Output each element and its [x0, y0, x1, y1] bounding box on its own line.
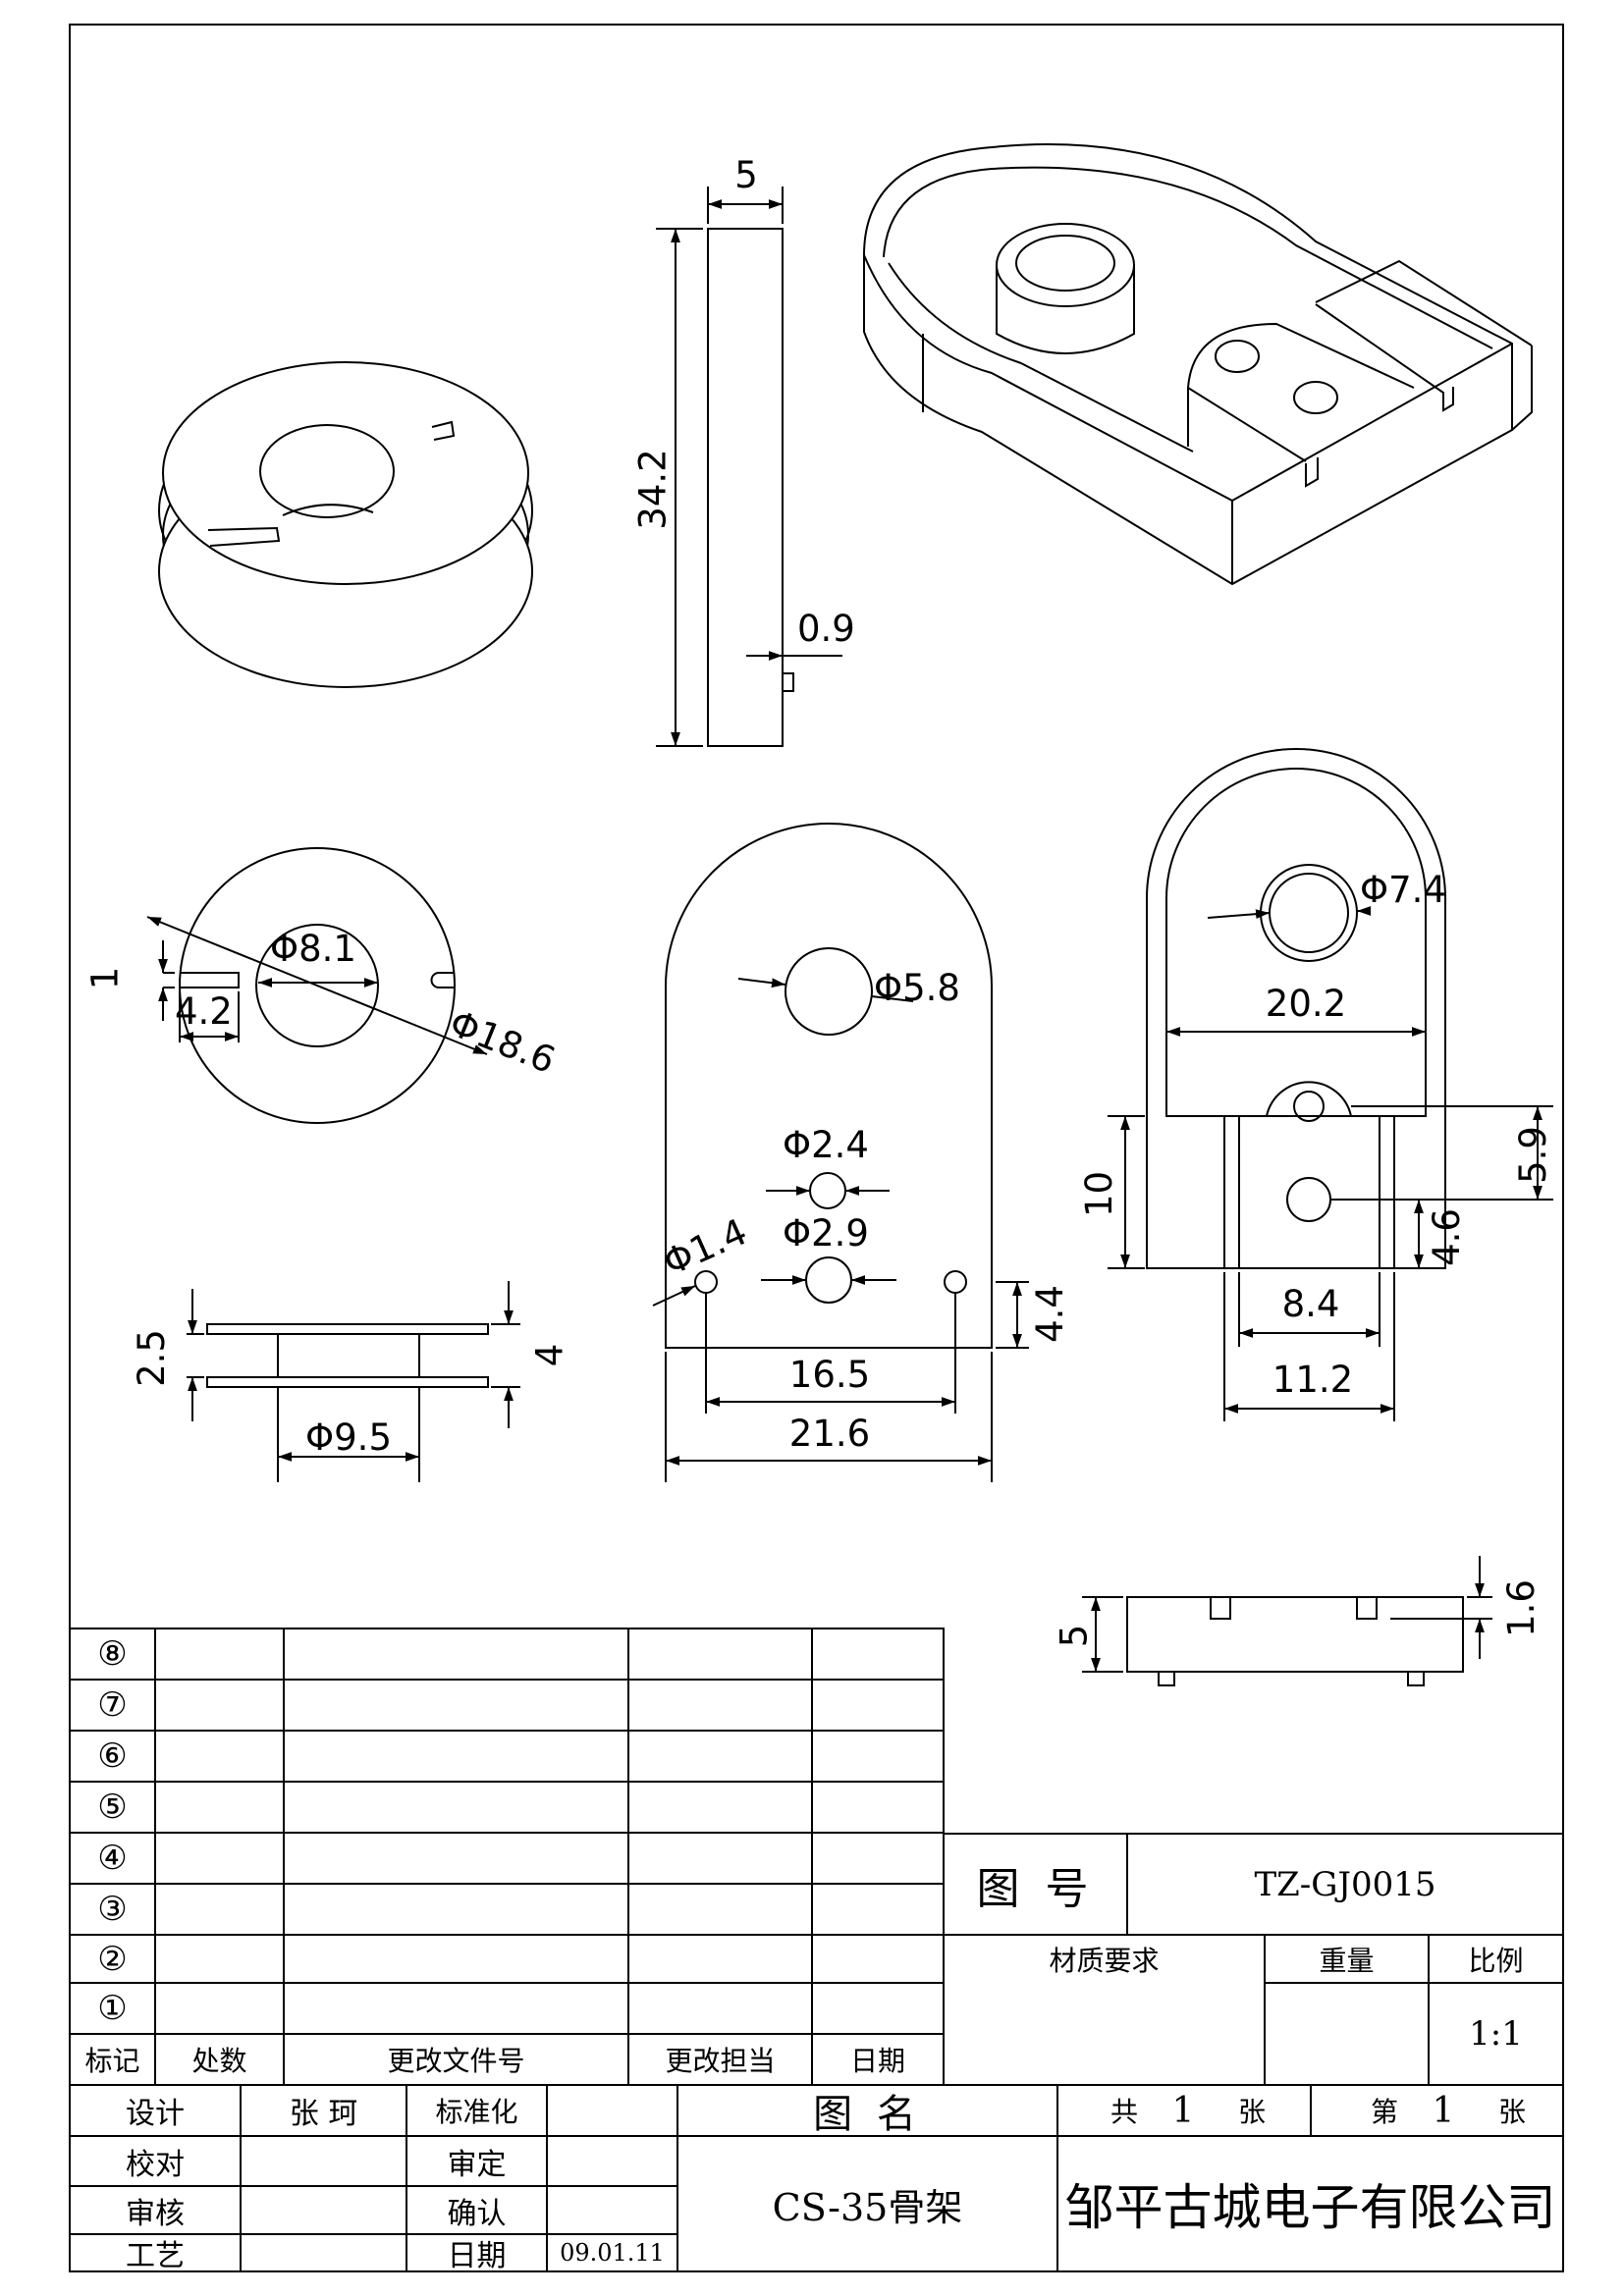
drawing-number: TZ-GJ0015: [1254, 1864, 1436, 1904]
dim-ring-inner-diameter: Φ8.1: [270, 928, 356, 970]
revision-row-8: ⑧: [97, 1634, 128, 1674]
dim-edge-height: 5: [1053, 1624, 1096, 1648]
revision-row-3: ③: [97, 1890, 128, 1929]
bracket-back-view: [1108, 748, 1553, 1421]
dim-hole-2-4: Φ2.4: [783, 1124, 869, 1166]
standard-label: 标准化: [435, 2096, 518, 2128]
scale-value: 1:1: [1469, 2014, 1523, 2054]
dim-slot-depth: 4.2: [175, 990, 233, 1033]
material-label: 材质要求: [1049, 1944, 1160, 1977]
dim-bar-width: 5: [734, 154, 758, 196]
dim-hole-2-9: Φ2.9: [783, 1212, 869, 1255]
dim-bracket-width: 21.6: [788, 1413, 871, 1455]
header-change-person: 更改担当: [665, 2045, 776, 2077]
ring-front-view: [146, 847, 488, 1124]
company-name: 邹平古城电子有限公司: [1064, 2179, 1556, 2236]
revision-row-5: ⑤: [97, 1788, 128, 1827]
bracket-front-view: [652, 823, 1029, 1482]
total-value: 1: [1171, 2090, 1195, 2131]
dim-lower-hole-offset: 4.6: [1425, 1208, 1468, 1266]
revision-row-2: ②: [97, 1939, 128, 1979]
drawing-number-label: 图 号: [976, 1863, 1095, 1914]
header-change-doc: 更改文件号: [387, 2045, 525, 2077]
dim-upper-hole-offset: 5.9: [1511, 1126, 1554, 1184]
dim-back-height: 10: [1078, 1170, 1121, 1218]
design-label: 设计: [126, 2097, 185, 2131]
date-value: 09.01.11: [560, 2239, 665, 2267]
header-location: 处数: [191, 2045, 247, 2077]
review-label: 审定: [447, 2147, 507, 2182]
ring-edge-view: [187, 1281, 520, 1482]
title-block-grid: [70, 1833, 1563, 2271]
dim-pin-height: 4.4: [1028, 1285, 1071, 1343]
dim-boss-diameter: Φ7.4: [1360, 869, 1446, 911]
total-unit: 张: [1237, 2096, 1266, 2128]
scale-label: 比例: [1468, 1944, 1524, 1977]
revision-row-4: ④: [97, 1839, 128, 1878]
side-bar-view: [656, 187, 842, 747]
dim-large-hole: Φ5.8: [874, 967, 960, 1009]
bracket-edge-view: [1082, 1556, 1492, 1686]
page-value: 1: [1432, 2090, 1455, 2131]
header-date: 日期: [849, 2045, 905, 2077]
page-unit: 张: [1497, 2096, 1526, 2128]
dim-pin-spacing: 16.5: [788, 1354, 871, 1396]
process-label: 工艺: [126, 2239, 185, 2273]
part-name: CS-35骨架: [772, 2185, 963, 2229]
confirm-label: 确认: [447, 2196, 507, 2231]
designer-name: 张 珂: [289, 2097, 358, 2131]
revision-row-6: ⑥: [97, 1736, 128, 1776]
revision-row-7: ⑦: [97, 1685, 128, 1725]
ring-isometric-view: [158, 361, 533, 688]
dim-inner-width: 20.2: [1265, 983, 1347, 1025]
dim-edge-pin: 1.6: [1499, 1579, 1543, 1637]
revision-row-1: ①: [97, 1989, 128, 2028]
dim-ring-thickness: 4: [528, 1343, 571, 1367]
audit-label: 审核: [126, 2196, 185, 2231]
sheet-border: [69, 24, 1564, 2272]
dim-slot-inner: 8.4: [1281, 1283, 1340, 1325]
check-label: 校对: [126, 2147, 185, 2182]
dim-ring-gap: 2.5: [130, 1329, 173, 1387]
bracket-isometric-view: [863, 143, 1533, 586]
header-mark: 标记: [84, 2045, 140, 2077]
total-label: 共: [1110, 2096, 1138, 2128]
dim-slot-outer: 11.2: [1272, 1359, 1354, 1401]
dim-slot-width: 1: [83, 966, 127, 990]
revision-table-grid: [70, 1628, 945, 2086]
weight-label: 重量: [1319, 1944, 1375, 1977]
drawing-name-label: 图 名: [813, 2092, 922, 2137]
page-label: 第: [1370, 2096, 1398, 2128]
dim-bar-height: 34.2: [631, 449, 675, 530]
dim-bar-lip: 0.9: [797, 608, 855, 650]
dim-ring-hub: Φ9.5: [305, 1416, 392, 1459]
date-label: 日期: [447, 2239, 507, 2273]
